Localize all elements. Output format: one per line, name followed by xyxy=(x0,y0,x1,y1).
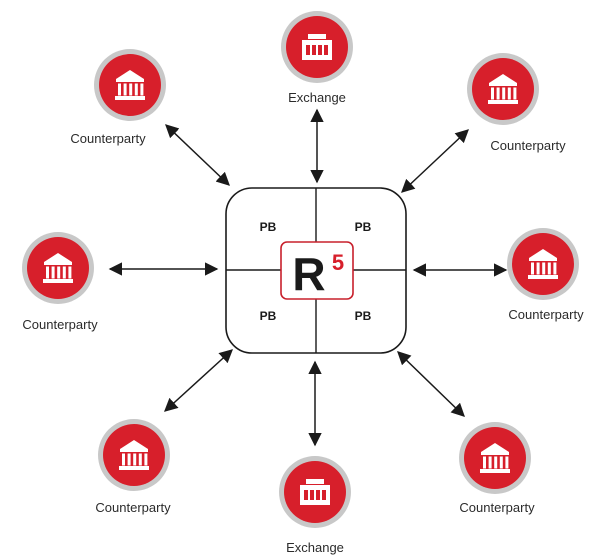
pb-label-top-right: PB xyxy=(355,220,372,234)
node-counterparty-bottom-left: Counterparty xyxy=(95,419,171,515)
node-label: Exchange xyxy=(286,540,344,555)
building-icon xyxy=(302,34,332,60)
node-counterparty-left: Counterparty xyxy=(22,232,98,332)
node-label: Counterparty xyxy=(490,138,566,153)
building-icon xyxy=(300,479,330,505)
pb-label-bottom-right: PB xyxy=(355,309,372,323)
arrow-counterparty-top-left xyxy=(165,124,230,186)
r5-logo-superscript: 5 xyxy=(332,250,344,275)
bank-icon xyxy=(488,74,518,104)
connection-arrows xyxy=(108,108,508,447)
node-label: Counterparty xyxy=(459,500,535,515)
r5-logo: R 5 xyxy=(280,241,354,300)
node-counterparty-bottom-right: Counterparty xyxy=(459,422,535,515)
bank-icon xyxy=(480,443,510,473)
node-exchange-bottom: Exchange xyxy=(279,456,351,555)
arrow-counterparty-bottom-left xyxy=(164,349,233,412)
prime-broker-hub: PB PB PB PB R 5 xyxy=(225,187,407,354)
bank-icon xyxy=(119,440,149,470)
r5-logo-frame xyxy=(280,241,354,300)
node-exchange-top: Exchange xyxy=(281,11,353,105)
node-counterparty-top-left: Counterparty xyxy=(70,49,166,146)
node-label: Counterparty xyxy=(22,317,98,332)
node-counterparty-top-right: Counterparty xyxy=(467,53,566,153)
pb-label-bottom-left: PB xyxy=(260,309,277,323)
node-label: Exchange xyxy=(288,90,346,105)
node-label: Counterparty xyxy=(508,307,584,322)
arrow-counterparty-top-right xyxy=(401,129,469,193)
r5-logo-letter: R xyxy=(292,248,325,300)
bank-icon xyxy=(528,249,558,279)
arrow-counterparty-bottom-right xyxy=(397,351,465,417)
node-label: Counterparty xyxy=(95,500,171,515)
bank-icon xyxy=(115,70,145,100)
pb-label-top-left: PB xyxy=(260,220,277,234)
node-label: Counterparty xyxy=(70,131,146,146)
node-counterparty-right: Counterparty xyxy=(507,228,584,322)
bank-icon xyxy=(43,253,73,283)
